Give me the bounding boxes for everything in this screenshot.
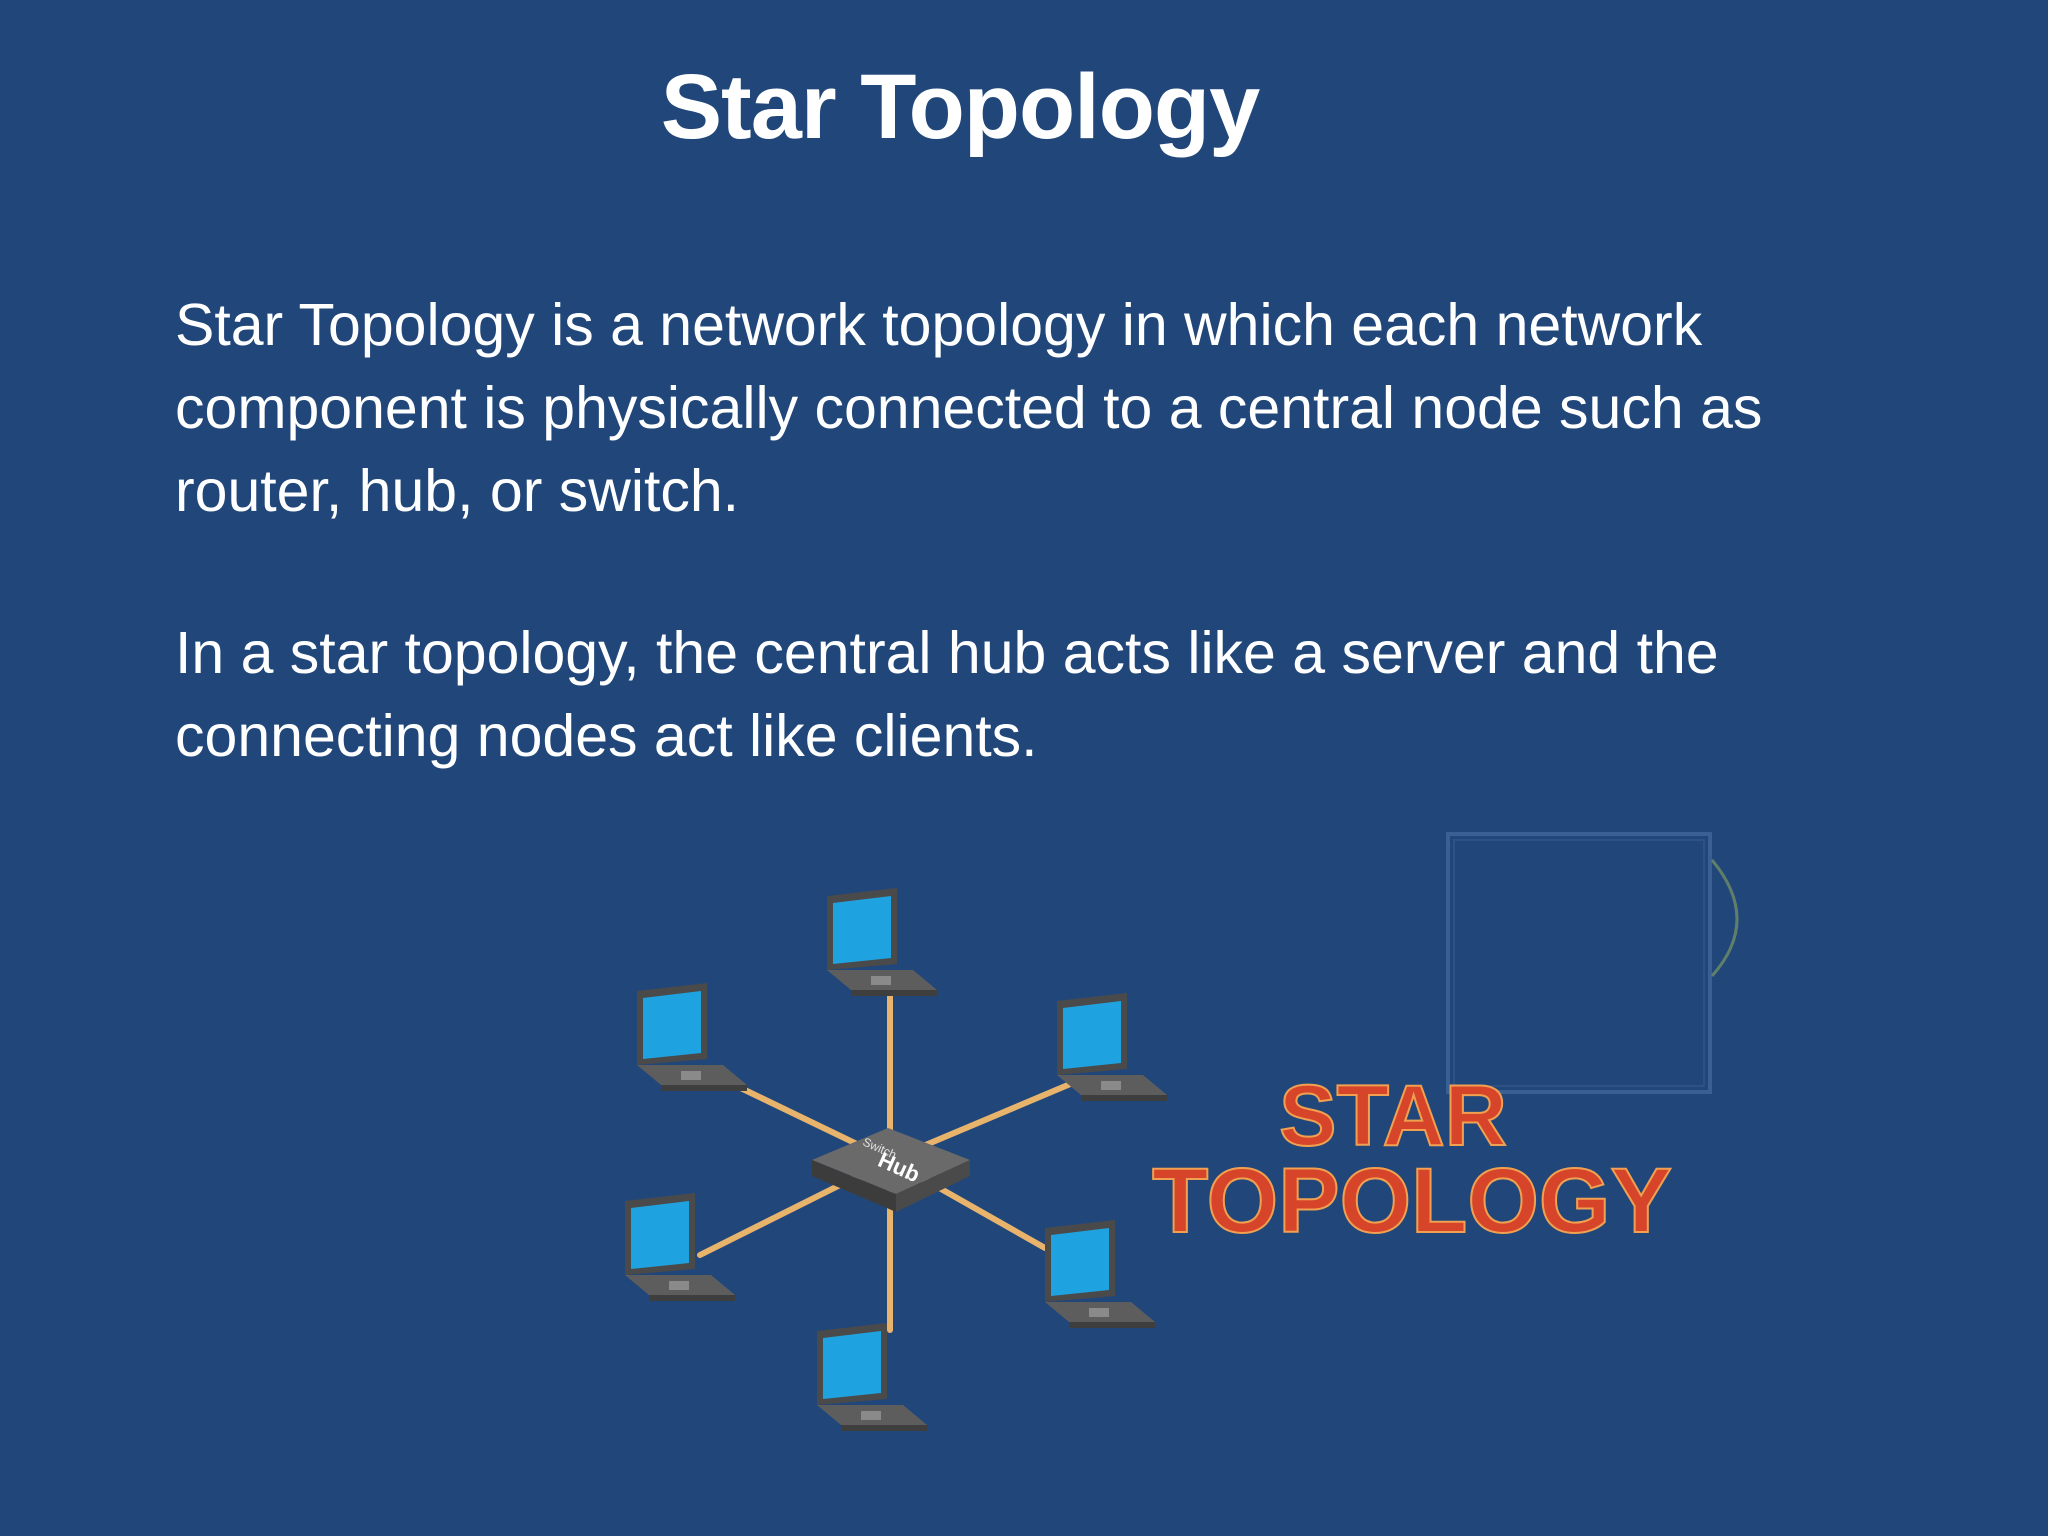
laptop-icon [817, 1323, 927, 1431]
hub-icon: Switch Hub [812, 1128, 970, 1212]
slide-title: Star Topology [660, 56, 1261, 158]
star-topology-logo: STAR TOPOLOGY [1151, 1067, 1673, 1253]
laptop-icon [637, 983, 747, 1091]
paragraph-definition: Star Topology is a network topology in w… [175, 292, 1763, 524]
laptop-icon [827, 888, 937, 996]
laptop-icon [1057, 993, 1167, 1101]
logo-line-topology: TOPOLOGY [1152, 1150, 1672, 1252]
logo-line-star: STAR [1279, 1068, 1507, 1164]
laptop-icon [1045, 1220, 1155, 1328]
image-frame [1446, 832, 1739, 1094]
paragraph-hub-role: In a star topology, the central hub acts… [175, 620, 1719, 769]
